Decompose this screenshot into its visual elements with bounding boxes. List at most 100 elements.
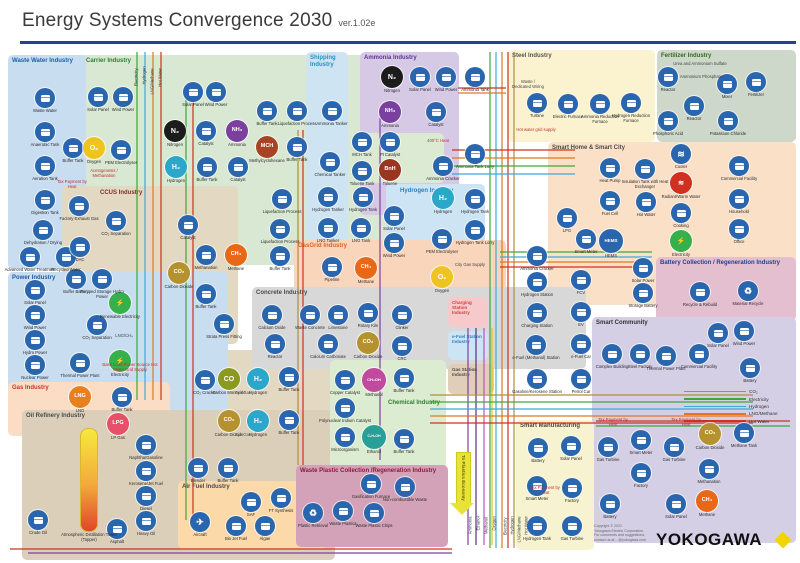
catalyst-icon [183, 221, 193, 229]
zone-title-gas-station: Gas Station Industry [452, 367, 478, 378]
node-label-buffer-battery: Buffer Battery [63, 289, 89, 294]
node-nitrogen: N₂ [381, 66, 403, 88]
node-kerosene-jet-fuel [136, 461, 156, 481]
node-label-nitrogen: Nitrogen [167, 142, 183, 147]
zone-title-fertilizer: Fertilizer Industry [661, 53, 712, 59]
node-label-hydrogen-tank: Hydrogen Tank [460, 209, 490, 214]
solar-panel-icon [30, 286, 40, 294]
node-toluene: BnH [379, 159, 401, 181]
node-label-hydrogen: Hydrogen [166, 178, 186, 183]
node-label-plastic-retrieval: Plastic Retrieval [297, 523, 329, 528]
node-dac [70, 237, 90, 257]
node-chip-text: N₂ [387, 73, 397, 81]
calcium-carbonate-icon [323, 340, 333, 348]
node-liquefaction-process [287, 101, 307, 121]
node-label-nitrogen: Nitrogen [384, 88, 400, 93]
node-ammonia-cracker [433, 156, 453, 176]
zone-ammonia-sub [360, 133, 444, 183]
buffer-tank-icon [292, 143, 302, 151]
to-plastics-arrow-tip [450, 503, 474, 515]
node-bio-jet-fuel [226, 516, 246, 536]
commercial-facility-icon [694, 350, 704, 358]
node-anaerobic-tank [35, 122, 55, 142]
node-label-lng: LNG [75, 408, 85, 413]
node-label-crude-oil: Crude Oil [29, 530, 47, 535]
node-algae [255, 516, 275, 536]
insulation-tank-with-heat-exchanger-icon [640, 165, 650, 173]
node-label-strata-press-fitting: Strata Press Fitting [206, 334, 242, 339]
node-waste-water [35, 88, 55, 108]
node-office [729, 219, 749, 239]
node-label-gas-turbine: Gas Turbine [596, 457, 620, 462]
node-label-polynuclear-iridium-catalyst: Polynuclear Iridium Catalyst [319, 418, 371, 423]
label-tax-payment-by-heat: Tax Payment by Heat [671, 417, 701, 427]
node-fcv [571, 270, 591, 290]
node-label-non-combustible-waste: Non-combustible Waste [382, 497, 428, 502]
node-label-solar-power: Solar Power [631, 278, 655, 283]
node-petrol-car [571, 369, 591, 389]
node-carbon-dioxide: CO₂ [168, 262, 190, 284]
node-label-mch-tank: MCH Tank [352, 152, 372, 157]
solar-panel-icon [389, 212, 399, 220]
buffer-tank-icon [284, 416, 294, 424]
legend-line-hy [684, 405, 746, 408]
node-label-dehydration-drying: Dehydration / Drying [23, 240, 63, 245]
node-label-gasification-furnace: Gasification Furnace [351, 494, 391, 499]
e-fuel-methanol-station-icon [531, 341, 541, 349]
node-label-hydrogen-station: Hydrogen Station [520, 292, 554, 297]
node-label-oxygen: Oxygen [86, 159, 102, 164]
node-label-lpg: LPG [562, 228, 572, 233]
node-chip-text: CO [223, 375, 235, 383]
node-label-commercial-facility: Commercial Facility [680, 364, 718, 369]
node-label-blender: Blender [190, 478, 206, 483]
node-liquefaction-process [272, 189, 292, 209]
node-pipeline [322, 257, 342, 277]
node-label-mixer: Mixer [721, 94, 733, 99]
node-label-copper-catalyst: Copper Catalyst [329, 390, 361, 395]
node-chip-text: CO₂ [223, 417, 235, 424]
node-hydrogen: H₂ [165, 156, 187, 178]
node-label-solar-panel: Solar Panel [87, 107, 109, 112]
node-label-lng-tanker: LNG Tanker [316, 238, 340, 243]
aircraft-icon: ✈ [196, 516, 204, 527]
node-label-ammonia: Ammonia [228, 142, 246, 147]
node-buffer-tank [270, 246, 290, 266]
node-label-catalyst: Catalyst [198, 141, 214, 146]
node-chip-text: N₂ [170, 127, 180, 135]
hydrogen-station-icon [532, 278, 542, 286]
catalyst-icon [431, 108, 441, 116]
anaerobic-tank-icon [40, 128, 50, 136]
legend-label-hw: Hot Water [749, 418, 770, 424]
node-label-solar-panel: Solar Panel [383, 226, 405, 231]
strata-press-fitting-icon [219, 320, 229, 328]
label-oxygen: Oxygen [491, 516, 497, 531]
node-label-hydrogen-tank-lorry: Hydrogen Tank Lorry [455, 240, 495, 245]
node-label-factory: Factory [565, 498, 579, 503]
label-hot-water-grid-supply: Hot water grid supply [516, 127, 556, 132]
node-chip-text: LPG [112, 420, 124, 427]
battery-icon [605, 500, 615, 508]
waste-plastic-chips-icon [369, 509, 379, 517]
node-label-ammonia: Ammonia [381, 123, 399, 128]
factory-exhaust-gas-icon [74, 202, 84, 210]
node-label-battery: Battery [531, 458, 545, 463]
node-label-methane: Methane [357, 279, 375, 284]
node-ammonia-tanker [322, 101, 342, 121]
node-label-carbon-dioxide: Carbon Dioxide [353, 354, 383, 359]
node-label-hot-water: Hot Water [636, 212, 656, 217]
node-label-methanation: Methanation [194, 265, 218, 270]
node-label-gas-turbine: Gas Turbine [662, 457, 686, 462]
node-label-clinker: Clinker [395, 325, 409, 330]
node-diesel [136, 486, 156, 506]
node-chip-text: ⚡ [115, 357, 125, 365]
node-label-complex-building: Complex Building [595, 364, 629, 369]
copper-catalyst-icon [340, 376, 350, 384]
node-chip-text: ≋ [678, 179, 684, 187]
cooking-icon [676, 209, 686, 217]
cooler-icon: ≋ [677, 148, 685, 159]
node-label-smart-meter: Smart Meter [574, 249, 598, 254]
methane-tank-icon [739, 429, 749, 437]
node-chip-text: CH₄ [230, 251, 242, 258]
node-blender [188, 458, 208, 478]
